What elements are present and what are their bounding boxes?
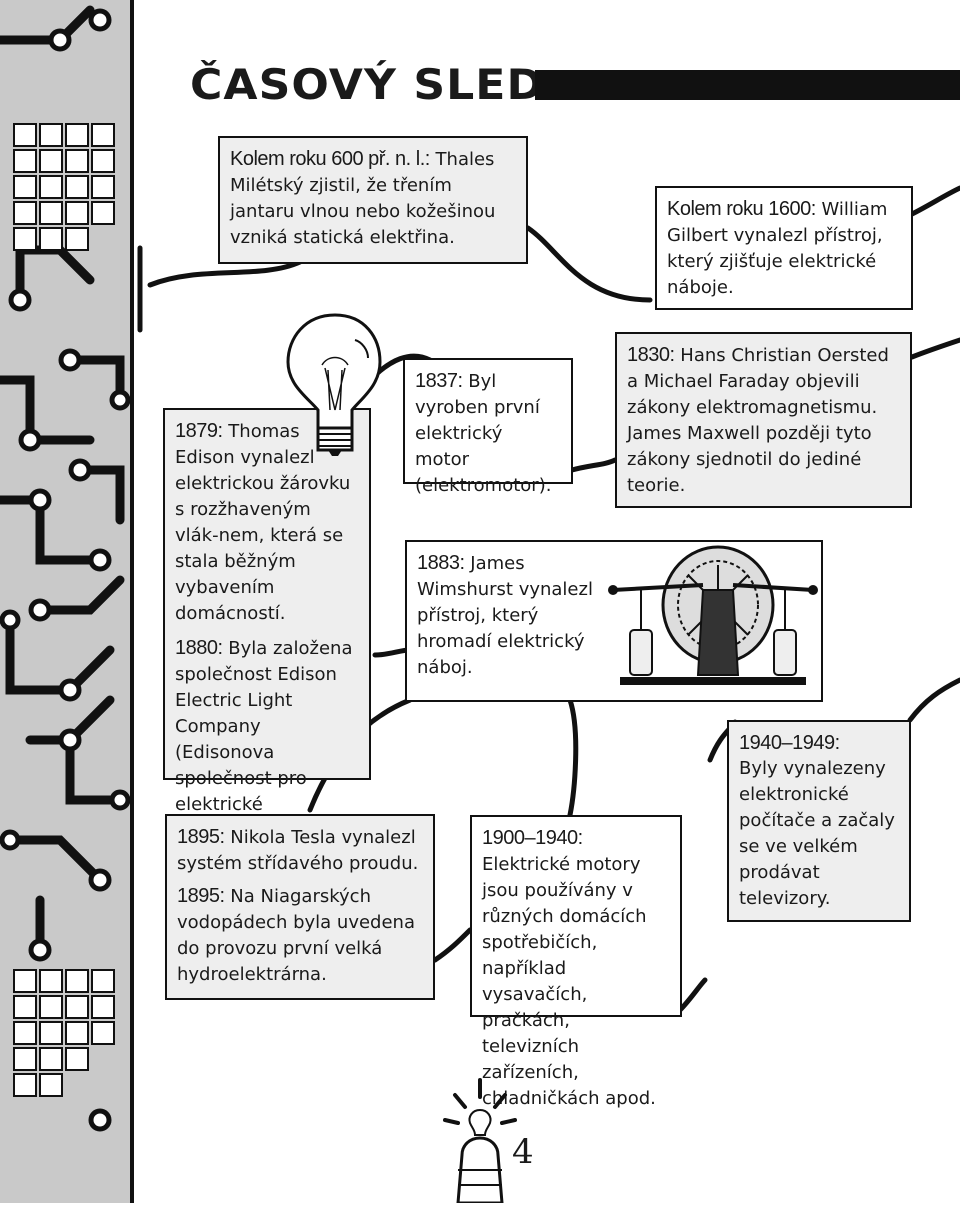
circuit-board-illustration bbox=[0, 5, 131, 1132]
entry-year: 1900–1940: bbox=[482, 827, 583, 849]
title-bar-decoration bbox=[535, 70, 960, 100]
entry-year: 1880: bbox=[175, 637, 223, 659]
entry-year: 1895: bbox=[177, 826, 225, 848]
entry-text: Na Niagarských vodopádech byla uvedena d… bbox=[177, 886, 415, 985]
entry-text: Thales Milétský zjistil, že třením janta… bbox=[230, 149, 496, 248]
entry-text: Thomas Edison vynalezl elektrickou žárov… bbox=[175, 421, 351, 624]
page-number: 4 bbox=[512, 1132, 534, 1172]
bulb-mascot-icon bbox=[443, 1078, 517, 1203]
entry-year: 1879: bbox=[175, 420, 223, 442]
entry-text: James Wimshurst vynalezl přístroj, který… bbox=[417, 553, 593, 678]
entry-text: Byl vyroben první elektrický motor (elek… bbox=[415, 371, 552, 496]
entry-text: Byla založena společnost Edison Electric… bbox=[175, 638, 353, 841]
entry-text: Elektrické motory jsou používány v různý… bbox=[482, 854, 656, 1109]
timeline-entry-computers: 1940–1949: Byly vynalezeny elektronické … bbox=[727, 720, 911, 922]
timeline-entry-thales: Kolem roku 600 př. n. l.: Thales Milétsk… bbox=[218, 136, 528, 264]
entry-year: 1883: bbox=[417, 552, 465, 574]
timeline-entry-gilbert: Kolem roku 1600: William Gilbert vynalez… bbox=[655, 186, 913, 310]
entry-text: Nikola Tesla vynalezl systém střídavého … bbox=[177, 827, 419, 874]
entry-year: Kolem roku 600 př. n. l.: bbox=[230, 148, 430, 170]
entry-text: Byly vynalezeny elektronické počítače a … bbox=[739, 758, 895, 909]
entry-year: 1837: bbox=[415, 370, 463, 392]
timeline-entry-appliances: 1900–1940: Elektrické motory jsou použív… bbox=[470, 815, 682, 1109]
entry-year: Kolem roku 1600: bbox=[667, 198, 816, 220]
entry-year: 1940–1949: bbox=[739, 732, 840, 754]
entry-text: William Gilbert vynalezl přístroj, který… bbox=[667, 199, 888, 298]
entry-text: Hans Christian Oersted a Michael Faraday… bbox=[627, 345, 889, 496]
timeline-entry-oersted: 1830: Hans Christian Oersted a Michael F… bbox=[615, 332, 912, 508]
entry-year: 1895: bbox=[177, 885, 225, 907]
entry-year: 1830: bbox=[627, 344, 675, 366]
page-title: ČASOVÝ SLED bbox=[190, 60, 545, 109]
timeline-entry-motor: 1837: Byl vyroben první elektrický motor… bbox=[403, 358, 573, 496]
timeline-entry-edison-group: 1879: Thomas Edison vynalezl elektrickou… bbox=[163, 408, 371, 841]
light-bulb-illustration bbox=[286, 313, 382, 456]
timeline-entry-1895-group: 1895: Nikola Tesla vynalezl systém stříd… bbox=[165, 814, 435, 1000]
circuit-board-decoration bbox=[0, 0, 134, 1203]
wimshurst-machine-illustration bbox=[608, 545, 818, 685]
